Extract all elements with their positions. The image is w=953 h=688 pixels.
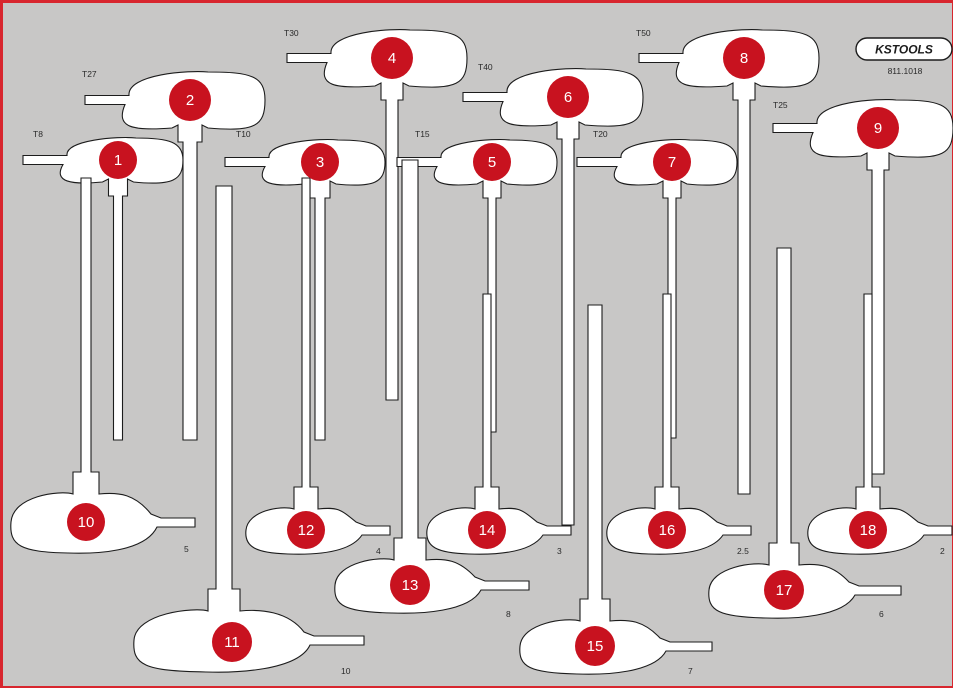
badge-number: 2 xyxy=(186,92,194,109)
badge-hex-9: 18 xyxy=(849,511,887,549)
hex-key-cutout-17 xyxy=(708,247,902,619)
hex-key-cutout-18 xyxy=(807,293,953,555)
badge-number: 13 xyxy=(402,577,419,594)
torx-size-label-3: T10 xyxy=(236,129,251,139)
badge-circle xyxy=(287,511,325,549)
badge-hex-7: 16 xyxy=(648,511,686,549)
badge-circle xyxy=(390,565,430,605)
badge-number: 9 xyxy=(874,120,882,137)
article-number: 811.1018 xyxy=(888,66,923,76)
badge-torx-9: 9 xyxy=(857,107,899,149)
hex-key-cutout-14 xyxy=(426,293,572,555)
badge-circle xyxy=(653,143,691,181)
badge-number: 12 xyxy=(298,522,315,539)
badge-circle xyxy=(473,143,511,181)
brand-logo: KSTOOLS 811.1018 xyxy=(855,37,953,76)
torx-size-label-9: T25 xyxy=(773,100,788,110)
badge-torx-3: 3 xyxy=(301,143,339,181)
badge-number: 16 xyxy=(659,522,676,539)
badge-number: 17 xyxy=(776,582,793,599)
torx-size-label-8: T50 xyxy=(636,28,651,38)
badge-number: 7 xyxy=(668,154,676,171)
badge-hex-4: 13 xyxy=(390,565,430,605)
badge-hex-5: 14 xyxy=(468,511,506,549)
badge-number: 18 xyxy=(860,522,877,539)
hex-size-label-18: 2 xyxy=(940,546,945,556)
hex-key-cutout-13 xyxy=(334,159,530,614)
torx-size-label-1: T8 xyxy=(33,129,43,139)
torx-driver-cutout-5 xyxy=(396,139,558,433)
badge-torx-6: 6 xyxy=(547,76,589,118)
badge-circle xyxy=(212,622,252,662)
badge-hex-3: 12 xyxy=(287,511,325,549)
badge-torx-1: 1 xyxy=(99,141,137,179)
badge-number: 5 xyxy=(488,154,496,171)
torx-driver-cutout-4 xyxy=(286,29,468,401)
badge-torx-8: 8 xyxy=(723,37,765,79)
badge-circle xyxy=(67,503,105,541)
badge-number: 10 xyxy=(78,514,95,531)
torx-driver-cutout-2 xyxy=(84,71,266,441)
badge-number: 6 xyxy=(564,89,572,106)
torx-driver-cutout-7 xyxy=(576,139,738,439)
badge-hex-2: 11 xyxy=(212,622,252,662)
torx-driver-cutout-6 xyxy=(462,68,644,526)
badge-circle xyxy=(371,37,413,79)
badge-circle xyxy=(547,76,589,118)
badge-number: 14 xyxy=(479,522,496,539)
hex-size-label-15: 7 xyxy=(688,666,693,676)
tool-cutouts xyxy=(10,29,953,675)
badge-hex-8: 17 xyxy=(764,570,804,610)
hex-key-cutout-12 xyxy=(245,177,391,555)
badge-number: 15 xyxy=(587,638,604,655)
hex-size-label-17: 6 xyxy=(879,609,884,619)
badge-circle xyxy=(468,511,506,549)
badge-circle xyxy=(301,143,339,181)
hex-size-label-10: 5 xyxy=(184,544,189,554)
badge-circle xyxy=(169,79,211,121)
hex-key-cutout-15 xyxy=(519,304,713,675)
badge-number: 8 xyxy=(740,50,748,67)
badge-circle xyxy=(849,511,887,549)
torx-size-label-2: T27 xyxy=(82,69,97,79)
badge-torx-5: 5 xyxy=(473,143,511,181)
badge-hex-6: 15 xyxy=(575,626,615,666)
torx-driver-cutout-1 xyxy=(22,137,184,441)
torx-driver-cutout-8 xyxy=(638,29,820,495)
logo-frame xyxy=(855,37,953,61)
badge-number: 4 xyxy=(388,50,396,67)
hex-size-label-13: 8 xyxy=(506,609,511,619)
torx-size-label-7: T20 xyxy=(593,129,608,139)
badge-circle xyxy=(857,107,899,149)
hex-size-label-11: 10 xyxy=(341,666,351,676)
badge-circle xyxy=(723,37,765,79)
badge-torx-4: 4 xyxy=(371,37,413,79)
torx-size-label-6: T40 xyxy=(478,62,493,72)
hex-key-cutout-10 xyxy=(10,177,196,554)
badge-number: 11 xyxy=(224,634,240,651)
logo-text: KSTOOLS xyxy=(875,43,933,57)
hex-size-label-14: 3 xyxy=(557,546,562,556)
hex-key-cutout-11 xyxy=(133,185,365,673)
badge-circle xyxy=(648,511,686,549)
badge-number: 3 xyxy=(316,154,324,171)
badge-number: 1 xyxy=(114,152,122,169)
badge-torx-7: 7 xyxy=(653,143,691,181)
badge-torx-2: 2 xyxy=(169,79,211,121)
badge-circle xyxy=(99,141,137,179)
torx-driver-cutout-9 xyxy=(772,99,953,475)
torx-driver-cutout-3 xyxy=(224,139,386,441)
badge-hex-1: 10 xyxy=(67,503,105,541)
badge-circle xyxy=(575,626,615,666)
badge-circle xyxy=(764,570,804,610)
hex-key-cutout-16 xyxy=(606,293,752,555)
hex-size-label-16: 2.5 xyxy=(737,546,749,556)
hex-size-label-12: 4 xyxy=(376,546,381,556)
torx-size-label-5: T15 xyxy=(415,129,430,139)
torx-size-label-4: T30 xyxy=(284,28,299,38)
